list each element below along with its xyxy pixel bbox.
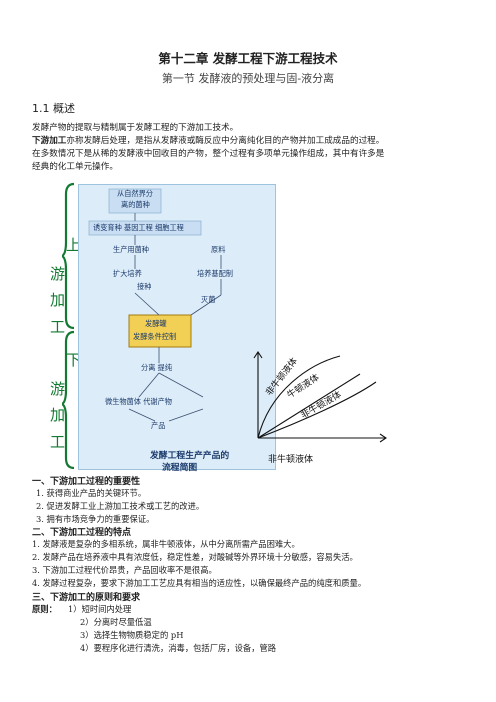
upstream-char-2: 游 (50, 265, 66, 283)
flow-node-raw-material: 原料 (211, 245, 226, 254)
definition-line-1: 下游加工亦称发酵后处理，是指从发酵液或酶反应中分离纯化目的产物并加工成成品的过程… (32, 135, 384, 147)
s1-item: 2. 促进发酵工业上游加工技术或工艺的改进。 (36, 501, 205, 511)
flowchart: 从自然界分 离的菌种 诱变育种 基因工程 细胞工程 生产用菌种 扩大培养 接种 … (78, 184, 276, 470)
flowchart-caption-2: 流程简图 (162, 463, 198, 473)
definition-line-3: 经典的化工单元操作。 (32, 162, 118, 172)
definition-term: 下游加工 (32, 136, 67, 146)
s1-item: 1. 获得商业产品的关键环节。 (36, 488, 147, 498)
intro-line: 发酵产物的提取与精制属于发酵工程的下游加工技术。 (32, 123, 239, 133)
flow-node-inoculation: 接种 (137, 282, 152, 291)
flowchart-caption-1: 发酵工程生产产品的 (150, 451, 230, 461)
s3-item: 3）选择生物物质稳定的 pH (80, 630, 184, 640)
flow-node-sterilize: 灭菌 (201, 295, 216, 304)
flow-node-fermenter-1: 发酵罐 (145, 319, 167, 328)
s3-item: 1）短时间内处理 (68, 604, 132, 614)
s2-heading: 二、下游加工过程的特点 (32, 528, 132, 538)
flow-node-separation: 分离 提纯 (141, 363, 173, 372)
downstream-char-4: 工 (50, 433, 66, 451)
s2-item: 3. 下游加工过程代价昂贵，产品回收率不是很高。 (32, 565, 217, 575)
flow-node-wild-strain-2: 离的菌种 (121, 200, 150, 209)
graph-x-axis-label: 非牛顿液体 (268, 455, 314, 465)
flow-node-medium: 培养基配制 (197, 269, 233, 278)
chapter-title: 第十二章 发酵工程下游工程技术 (158, 51, 338, 66)
flow-node-production-strain: 生产用菌种 (113, 245, 149, 254)
downstream-char-1: 下 (66, 351, 82, 369)
flow-node-fermenter-2: 发酵条件控制 (133, 332, 177, 341)
s3-heading: 三、下游加工的原则和要求 (32, 593, 141, 603)
definition-text: 亦称发酵后处理，是指从发酵液或酶反应中分离纯化目的产物并加工成成品的过程。 (66, 136, 385, 146)
upstream-char-1: 上 (66, 236, 82, 254)
s3-principle-label: 原则： (32, 604, 57, 614)
upstream-char-3: 加 (50, 291, 66, 309)
section-subtitle: 第一节 发酵液的预处理与固-液分离 (161, 72, 335, 85)
s2-item: 2. 发酵产品在培养液中具有浓度低，稳定性差，对酸碱等外界环境十分敏感，容易失活… (32, 552, 358, 562)
flow-node-biomass-metabolites: 微生物菌体 代谢产物 (105, 397, 172, 406)
s2-item: 1. 发酵液是复杂的多相系统，属非牛顿液体，从中分离所需产品困难大。 (32, 539, 300, 549)
s1-heading: 一、下游加工过程的重要性 (32, 477, 141, 487)
flow-node-product: 产品 (151, 421, 166, 430)
s3-item: 2）分离时尽量低温 (80, 617, 152, 627)
flow-node-breeding: 诱变育种 基因工程 细胞工程 (93, 223, 184, 232)
upstream-char-4: 工 (50, 318, 66, 336)
definition-line-2: 在多数情况下是从稀的发酵液中回收目的产物，整个过程有多项单元操作组成，其中有许多… (32, 149, 385, 159)
s3-item: 4）要程序化进行清洗，消毒，包括厂房，设备，管路 (80, 643, 277, 653)
section-heading: 1.1 概述 (32, 102, 75, 115)
flow-node-wild-strain-1: 从自然界分 (117, 189, 153, 198)
flowchart-lines (88, 188, 222, 422)
s2-item: 4. 发酵过程复杂，要求下游加工工艺应具有相当的适应性，以确保最终产品的纯度和质… (32, 578, 367, 588)
flow-node-scale-up: 扩大培养 (113, 269, 142, 278)
downstream-char-2: 游 (50, 380, 66, 398)
downstream-char-3: 加 (50, 406, 66, 424)
viscosity-graph (253, 351, 387, 443)
s1-item: 3. 拥有市场竞争力的重要保证。 (36, 514, 155, 524)
bracket-graphic (62, 182, 75, 470)
